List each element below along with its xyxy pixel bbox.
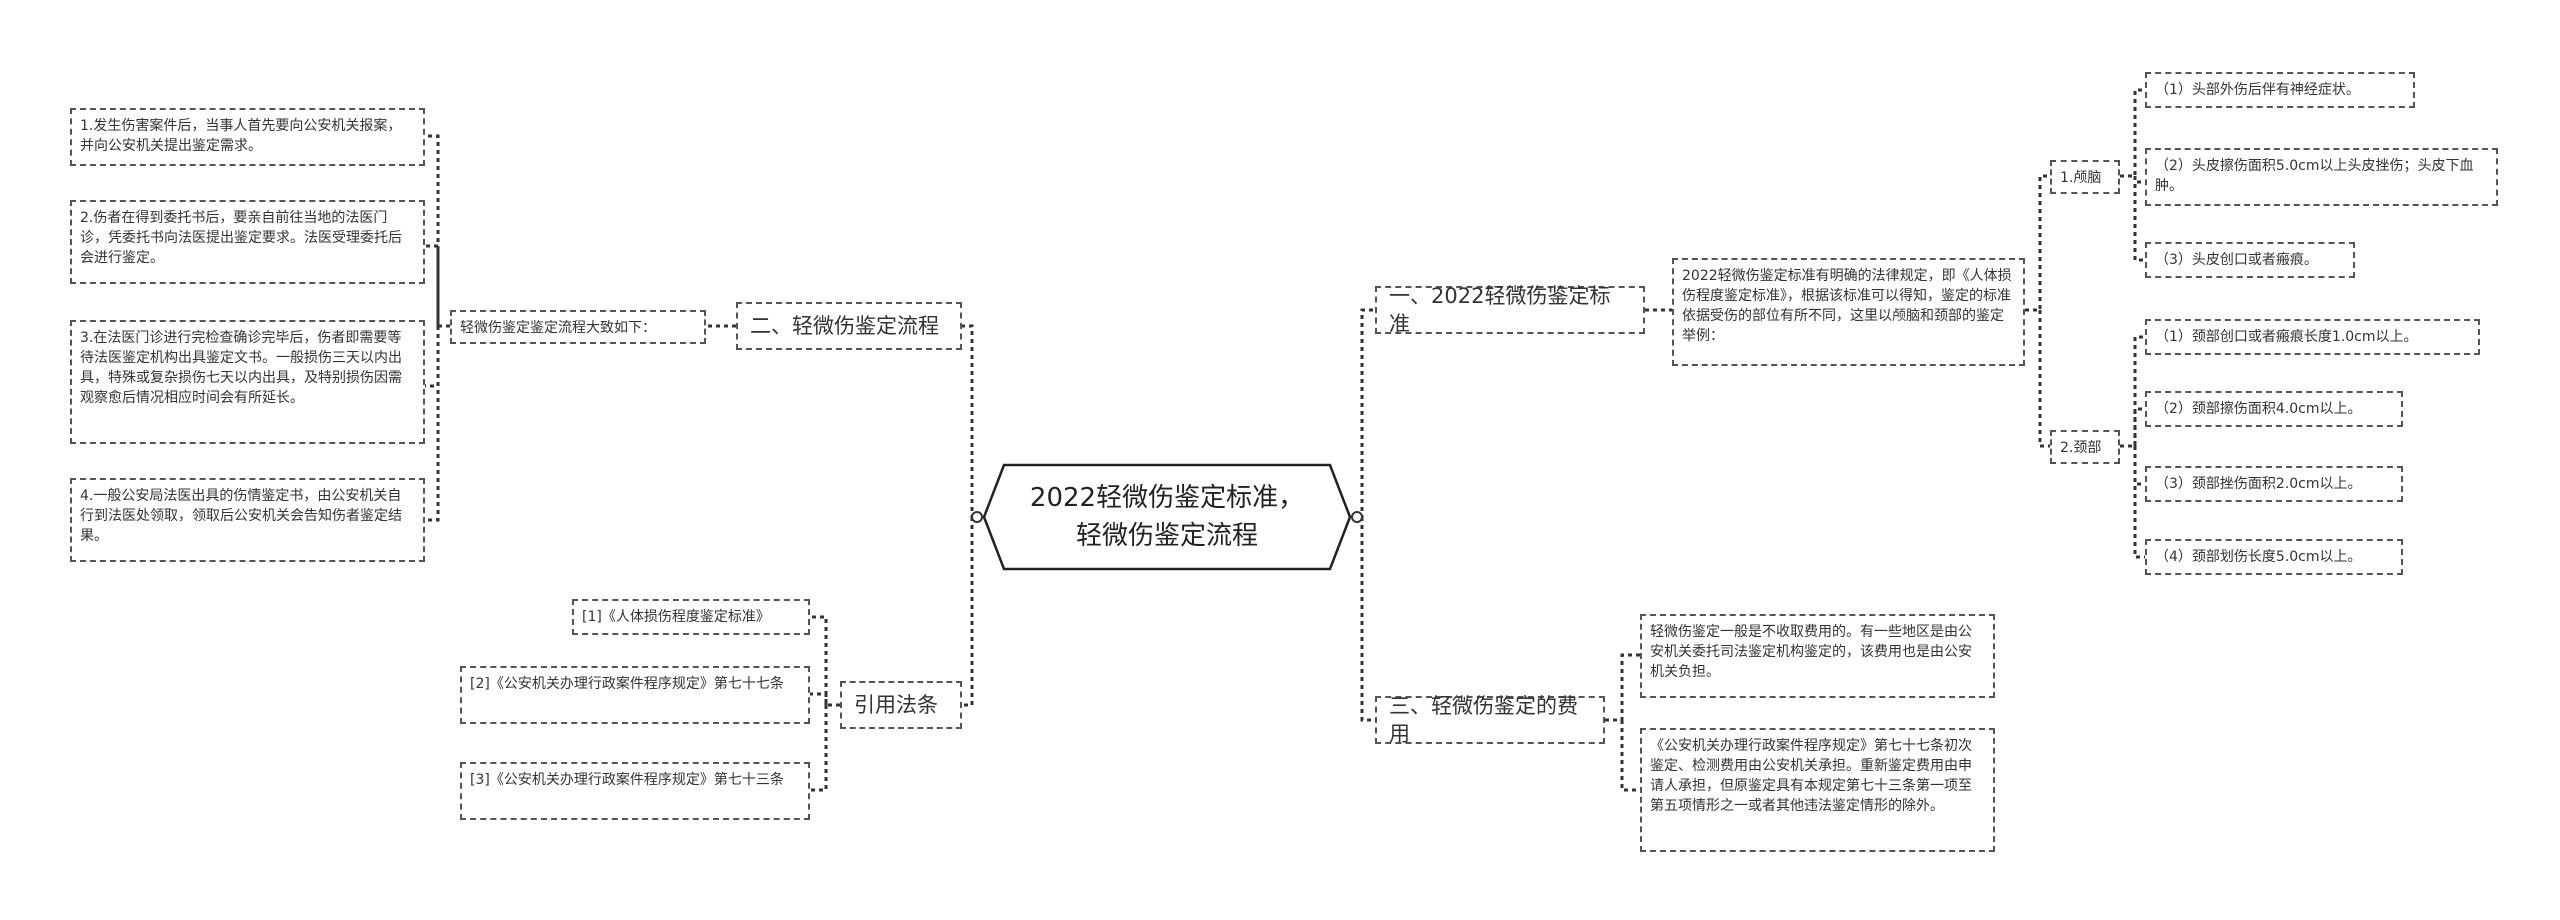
procedure-intro: 轻微伤鉴定鉴定流程大致如下： <box>450 310 706 344</box>
cost-item-2: 《公安机关办理行政案件程序规定》第七十七条初次鉴定、检测费用由公安机关承担。重新… <box>1640 728 1995 852</box>
branch-standard[interactable]: 一、2022轻微伤鉴定标准 <box>1375 284 1645 336</box>
cost-item-1: 轻微伤鉴定一般是不收取费用的。有一些地区是由公安机关委托司法鉴定机构鉴定的，该费… <box>1640 614 1995 698</box>
neck-item-1: （1）颈部创口或者瘢痕长度1.0cm以上。 <box>2145 319 2480 355</box>
procedure-step-1: 1.发生伤害案件后，当事人首先要向公安机关报案，并向公安机关提出鉴定需求。 <box>70 108 425 166</box>
procedure-step-3: 3.在法医门诊进行完检查确诊完毕后，伤者即需要等待法医鉴定机构出具鉴定文书。一般… <box>70 320 425 444</box>
reference-1[interactable]: [1]《人体损伤程度鉴定标准》 <box>572 599 810 635</box>
subbranch-neck[interactable]: 2.颈部 <box>2050 430 2120 464</box>
root-title: 2022轻微伤鉴定标准，轻微伤鉴定流程 <box>1029 483 1305 551</box>
reference-2[interactable]: [2]《公安机关办理行政案件程序规定》第七十七条 <box>460 666 810 724</box>
root-hexagon-shape <box>982 463 1352 571</box>
reference-3[interactable]: [3]《公安机关办理行政案件程序规定》第七十三条 <box>460 762 810 820</box>
neck-item-4: （4）颈部划伤长度5.0cm以上。 <box>2145 539 2403 575</box>
branch-references[interactable]: 引用法条 <box>840 681 962 729</box>
standard-description: 2022轻微伤鉴定标准有明确的法律规定，即《人体损伤程度鉴定标准》，根据该标准可… <box>1672 258 2025 366</box>
subbranch-cranium[interactable]: 1.颅脑 <box>2050 160 2120 194</box>
neck-item-2: （2）颈部擦伤面积4.0cm以上。 <box>2145 391 2403 427</box>
cranium-item-2: （2）头皮擦伤面积5.0cm以上头皮挫伤；头皮下血肿。 <box>2145 148 2498 206</box>
procedure-step-4: 4.一般公安局法医出具的伤情鉴定书，由公安机关自行到法医处领取，领取后公安机关会… <box>70 478 425 562</box>
neck-item-3: （3）颈部挫伤面积2.0cm以上。 <box>2145 466 2403 502</box>
branch-procedure[interactable]: 二、轻微伤鉴定流程 <box>736 302 962 350</box>
root-node[interactable]: 2022轻微伤鉴定标准，轻微伤鉴定流程 <box>982 463 1352 571</box>
cranium-item-3: （3）头皮创口或者瘢痕。 <box>2145 242 2355 278</box>
procedure-step-2: 2.伤者在得到委托书后，要亲自前往当地的法医门诊，凭委托书向法医提出鉴定要求。法… <box>70 200 425 284</box>
branch-cost[interactable]: 三、轻微伤鉴定的费用 <box>1375 694 1605 746</box>
cranium-item-1: （1）头部外伤后伴有神经症状。 <box>2145 72 2415 108</box>
